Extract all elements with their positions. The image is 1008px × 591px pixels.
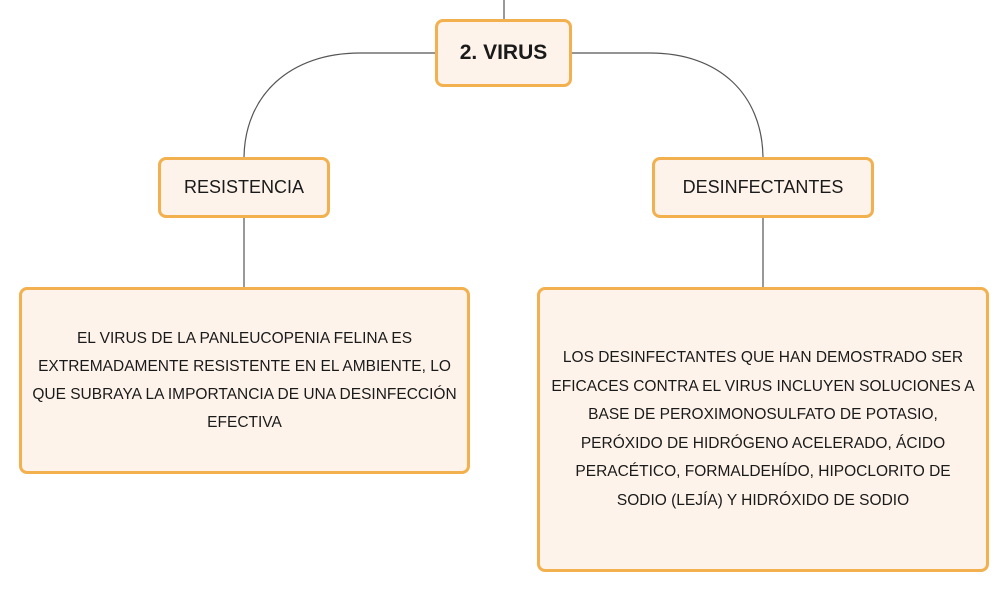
detail-text-desinfectantes: LOS DESINFECTANTES QUE HAN DEMOSTRADO SE…: [551, 349, 975, 509]
root-node[interactable]: 2. VIRUS: [435, 19, 572, 87]
detail-text-resistencia: EL VIRUS DE LA PANLEUCOPENIA FELINA ES E…: [32, 329, 457, 431]
branch-node-resistencia[interactable]: RESISTENCIA: [158, 157, 330, 218]
root-label: 2. VIRUS: [459, 41, 548, 64]
branch-label-desinfectantes: DESINFECTANTES: [682, 177, 844, 197]
branch-node-desinfectantes[interactable]: DESINFECTANTES: [652, 157, 874, 218]
branch-label-resistencia: RESISTENCIA: [183, 177, 305, 197]
detail-node-resistencia[interactable]: EL VIRUS DE LA PANLEUCOPENIA FELINA ES E…: [19, 287, 470, 474]
detail-node-desinfectantes[interactable]: LOS DESINFECTANTES QUE HAN DEMOSTRADO SE…: [537, 287, 989, 572]
connector-root-resistencia: [243, 52, 435, 158]
connector-root-desinfectantes: [572, 52, 764, 158]
